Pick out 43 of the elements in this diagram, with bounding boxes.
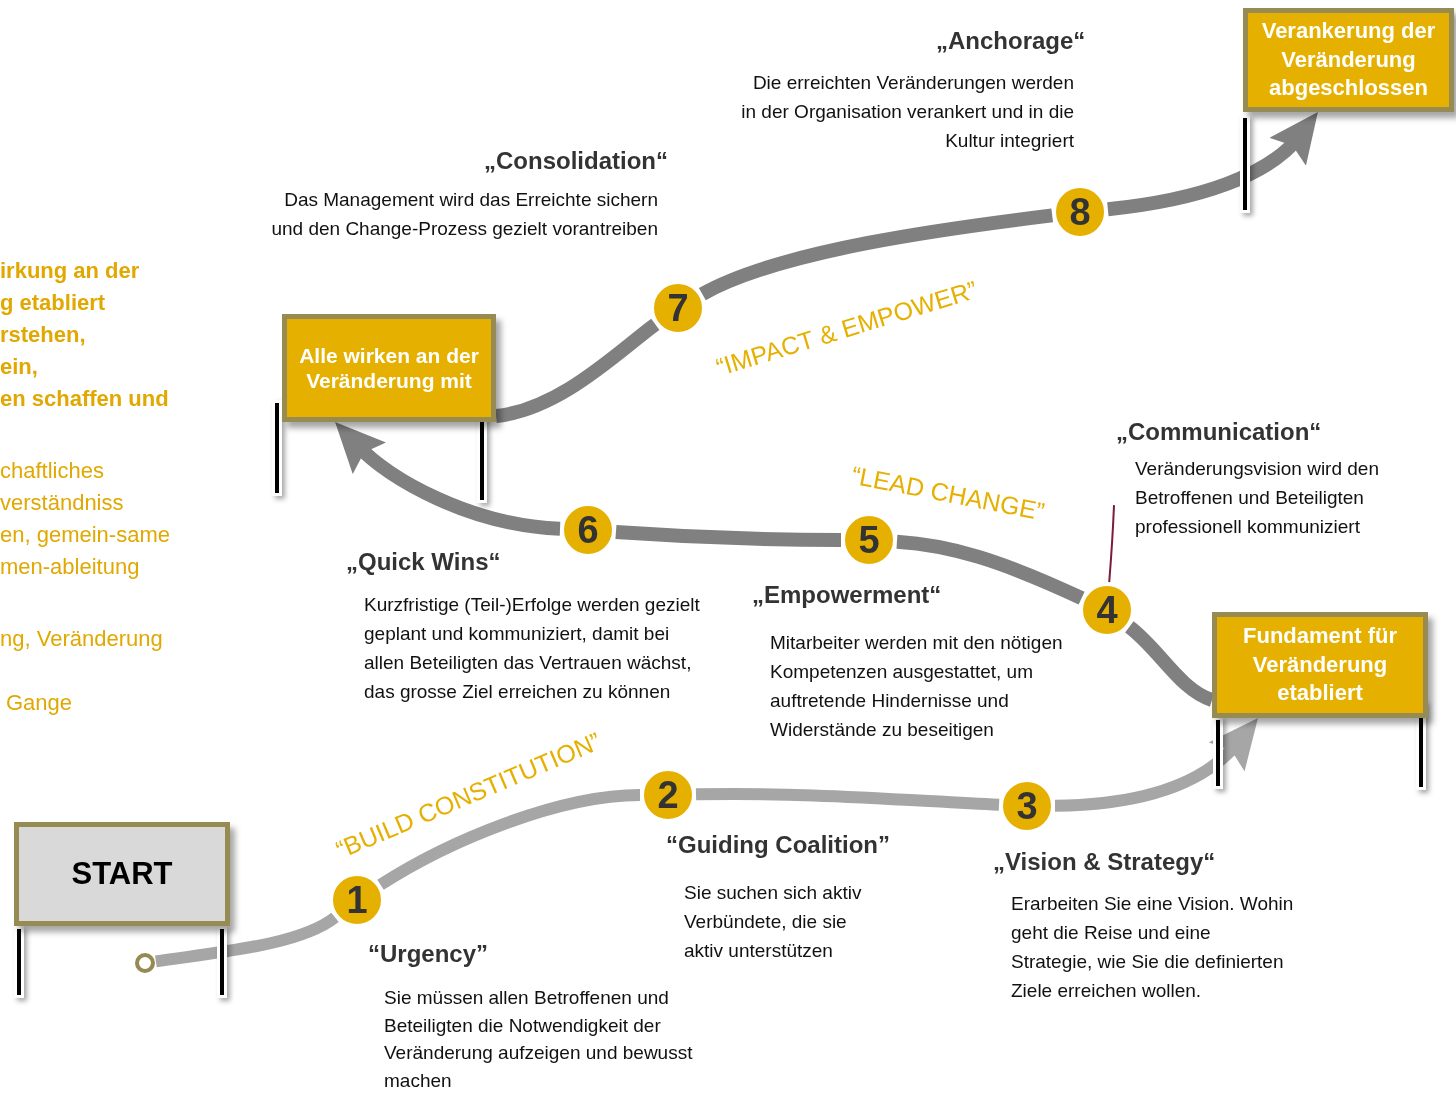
step-number-circle: 3 [1000, 779, 1054, 833]
step-heading: „Anchorage“ [936, 27, 1086, 55]
side-note: ein, [0, 354, 38, 380]
step-number-circle: 8 [1053, 185, 1107, 239]
leader-line [1108, 504, 1115, 584]
step-description: Mitarbeiter werden mit den nötigen Kompetenzen ausgestattet, um auftretende Hindernisse und Widerstände zu beseitigen [770, 631, 1064, 742]
step-description: Sie suchen sich aktiv Verbündete, die sie aktiv unterstützen [684, 881, 863, 963]
side-note: irkung an der [0, 258, 140, 284]
step-heading: „Quick Wins“ [346, 548, 501, 576]
side-note: en, gemein-same [0, 522, 170, 548]
step-number-circle: 5 [842, 513, 896, 567]
signboard: Alle wirken an der Veränderung mit [282, 314, 496, 422]
step-heading: „Consolidation“ [484, 147, 668, 175]
step-number-circle: 1 [330, 873, 384, 927]
step-heading: „Vision & Strategy“ [993, 848, 1216, 876]
step-description: Das Management wird das Erreichte sichern und den Change-Prozess gezielt vorantreiben [270, 188, 658, 241]
side-note: men-ableitung [0, 554, 140, 580]
step-description: Sie müssen allen Betroffenen und Beteiligten die Notwendigkeit der Veränderung aufzeigen und bewusst machen [384, 986, 694, 1093]
side-note: chaftliches [0, 458, 104, 484]
signboard: Verankerung der Veränderung abgeschlossen [1243, 8, 1454, 112]
step-description: Kurzfristige (Teil-)Erfolge werden gezielt geplant und kommuniziert, damit bei allen Beteiligten das Vertrauen wächst, das grosse Ziel erreichen zu können [364, 593, 701, 704]
start-ring [135, 953, 155, 973]
step-description: Erarbeiten Sie eine Vision. Wohin geht die Reise und eine Strategie, wie Sie die definierten Ziele erreichen wollen. [1011, 892, 1295, 1003]
step-heading: „Communication“ [1116, 418, 1323, 446]
step-heading: „Empowerment“ [752, 581, 942, 609]
side-note: ng, Veränderung [0, 626, 163, 652]
road-arrow [1054, 719, 1260, 812]
road-arrow [1107, 113, 1320, 217]
side-note: Gange [6, 690, 73, 716]
step-number-circle: 7 [651, 281, 705, 335]
signboard: Fundament für Veränderung etabliert [1212, 612, 1428, 718]
side-note: g etabliert [0, 290, 106, 316]
step-heading: “Guiding Coalition” [666, 831, 890, 859]
step-number-circle: 4 [1080, 583, 1134, 637]
step-number-circle: 2 [641, 768, 695, 822]
step-description: Veränderungsvision wird den Betroffenen und Beteiligten professionell kommuniziert [1135, 457, 1380, 539]
side-note: verständniss [0, 490, 124, 516]
side-note: en schaffen und [0, 386, 169, 412]
step-number-circle: 6 [561, 503, 615, 557]
step-heading: “Urgency” [368, 940, 489, 968]
signboard: START [14, 822, 230, 926]
step-description: Die erreichten Veränderungen werden in der Organisation verankert und in die Kultur integriert [740, 71, 1074, 153]
side-note: rstehen, [0, 322, 86, 348]
